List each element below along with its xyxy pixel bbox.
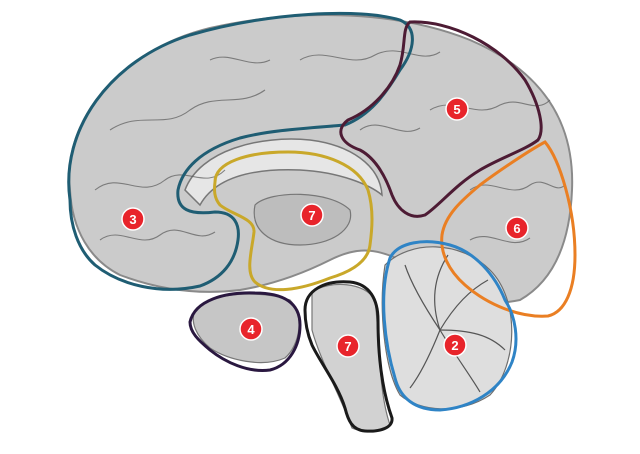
marker-label: 6 [513, 221, 520, 236]
marker-frontal: 3 [122, 208, 144, 230]
brain-silhouette [69, 15, 572, 431]
marker-label: 7 [308, 208, 315, 223]
marker-occipital: 6 [506, 217, 528, 239]
marker-label: 7 [344, 339, 351, 354]
marker-label: 5 [453, 102, 460, 117]
marker-brainstem: 7 [337, 335, 359, 357]
marker-cerebellum: 2 [444, 334, 466, 356]
marker-diencephalon: 7 [301, 204, 323, 226]
marker-parietal: 5 [446, 98, 468, 120]
marker-temporal: 4 [240, 318, 262, 340]
marker-label: 4 [247, 322, 255, 337]
marker-label: 2 [451, 338, 458, 353]
marker-label: 3 [129, 212, 136, 227]
